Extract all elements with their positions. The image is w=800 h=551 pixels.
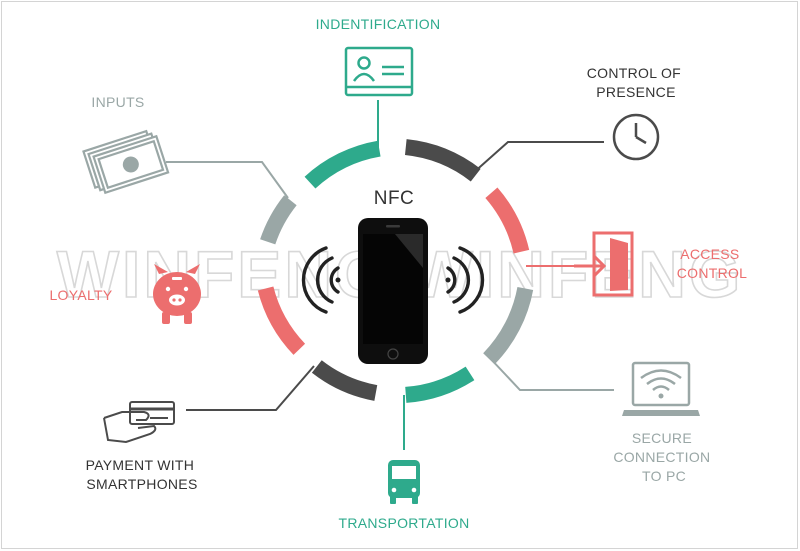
bus-icon — [388, 460, 420, 504]
phone-icon — [358, 218, 428, 364]
signal-waves-icon — [301, 246, 485, 314]
money-bills-icon — [82, 129, 170, 195]
node-labels: INDENTIFICATION CONTROL OF PRESENCE ACCE… — [49, 16, 747, 531]
ring-segment-inputs — [260, 195, 297, 245]
ring-segment-access — [485, 187, 530, 254]
connector-secure — [487, 355, 614, 391]
connector-inputs — [166, 161, 289, 199]
connector-payment — [186, 365, 315, 411]
connectors — [166, 100, 614, 450]
center-label: NFC — [374, 188, 415, 209]
label-payment: PAYMENT WITH SMARTPHONES — [86, 457, 199, 492]
ring-segment-transportation — [405, 366, 475, 403]
label-secure: SECURE CONNECTION TO PC — [613, 430, 714, 484]
label-presence: CONTROL OF PRESENCE — [587, 65, 685, 100]
ring-segment-loyalty — [257, 286, 306, 355]
label-identification: INDENTIFICATION — [316, 16, 441, 32]
id-card-icon — [344, 46, 414, 97]
connector-presence — [471, 141, 604, 175]
label-access: ACCESS CONTROL — [677, 246, 748, 281]
ring-segment-payment — [311, 360, 378, 401]
ring-segment-presence — [404, 139, 481, 182]
label-loyalty: LOYALTY — [49, 287, 112, 303]
ring — [257, 139, 534, 403]
door-enter-icon — [574, 231, 634, 297]
hand-card-icon — [103, 401, 175, 444]
laptop-wifi-icon — [622, 361, 700, 416]
piggy-bank-icon — [153, 264, 201, 324]
ring-segment-secure — [483, 286, 534, 365]
label-inputs: INPUTS — [91, 94, 144, 110]
ring-segment-identification — [304, 140, 381, 189]
clock-icon — [612, 113, 660, 161]
label-transportation: TRANSPORTATION — [339, 515, 470, 531]
